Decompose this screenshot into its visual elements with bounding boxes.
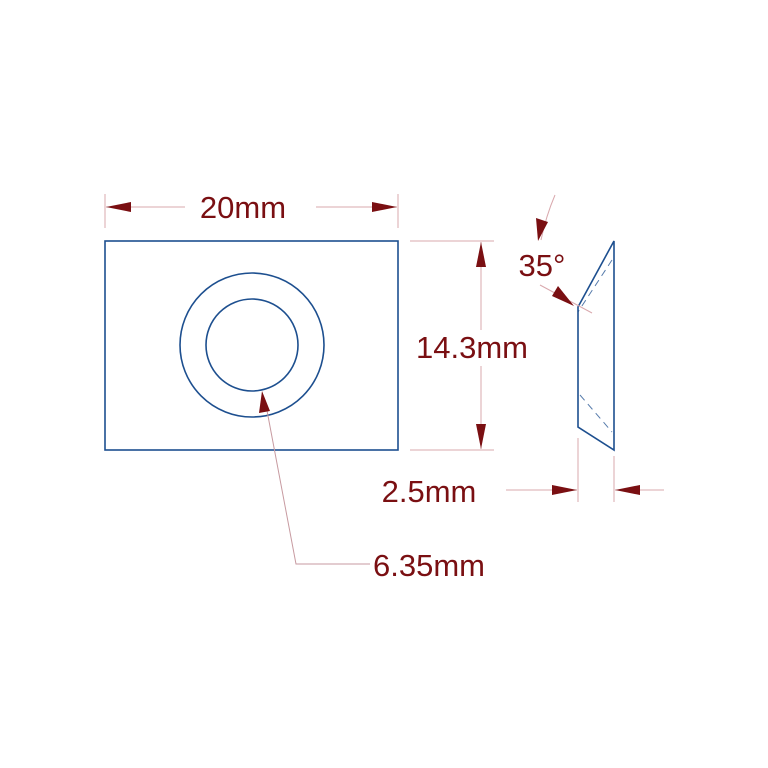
side-profile-outline bbox=[577, 240, 615, 452]
insert-outline bbox=[104, 240, 399, 451]
height-arrow-bottom bbox=[476, 424, 486, 449]
hole-label: 6.35mm bbox=[373, 548, 485, 583]
hole-leader-arrow bbox=[259, 391, 270, 413]
angle-arrow-bottom bbox=[552, 286, 574, 306]
width-dimension: 20mm bbox=[104, 190, 399, 228]
angle-arrow-top bbox=[536, 218, 548, 241]
height-arrow-top bbox=[476, 242, 486, 267]
thickness-arrow-right bbox=[615, 485, 640, 495]
angle-label: 35° bbox=[519, 248, 566, 283]
side-view bbox=[577, 240, 615, 452]
hole-dimension: 6.35mm bbox=[259, 391, 485, 583]
angle-dimension: 35° bbox=[519, 194, 593, 314]
hidden-line-bottom bbox=[579, 394, 613, 433]
thickness-label: 2.5mm bbox=[382, 474, 477, 509]
hole-inner-circle bbox=[205, 298, 299, 392]
front-view bbox=[104, 240, 399, 451]
height-dimension: 14.3mm bbox=[410, 240, 528, 451]
width-arrow-left bbox=[106, 202, 131, 212]
countersink-outer-circle bbox=[179, 272, 325, 418]
width-label: 20mm bbox=[200, 190, 286, 225]
width-arrow-right bbox=[372, 202, 397, 212]
thickness-arrow-left bbox=[552, 485, 577, 495]
thickness-dimension: 2.5mm bbox=[382, 438, 664, 509]
hidden-line-top bbox=[577, 259, 613, 313]
height-label: 14.3mm bbox=[416, 330, 528, 365]
